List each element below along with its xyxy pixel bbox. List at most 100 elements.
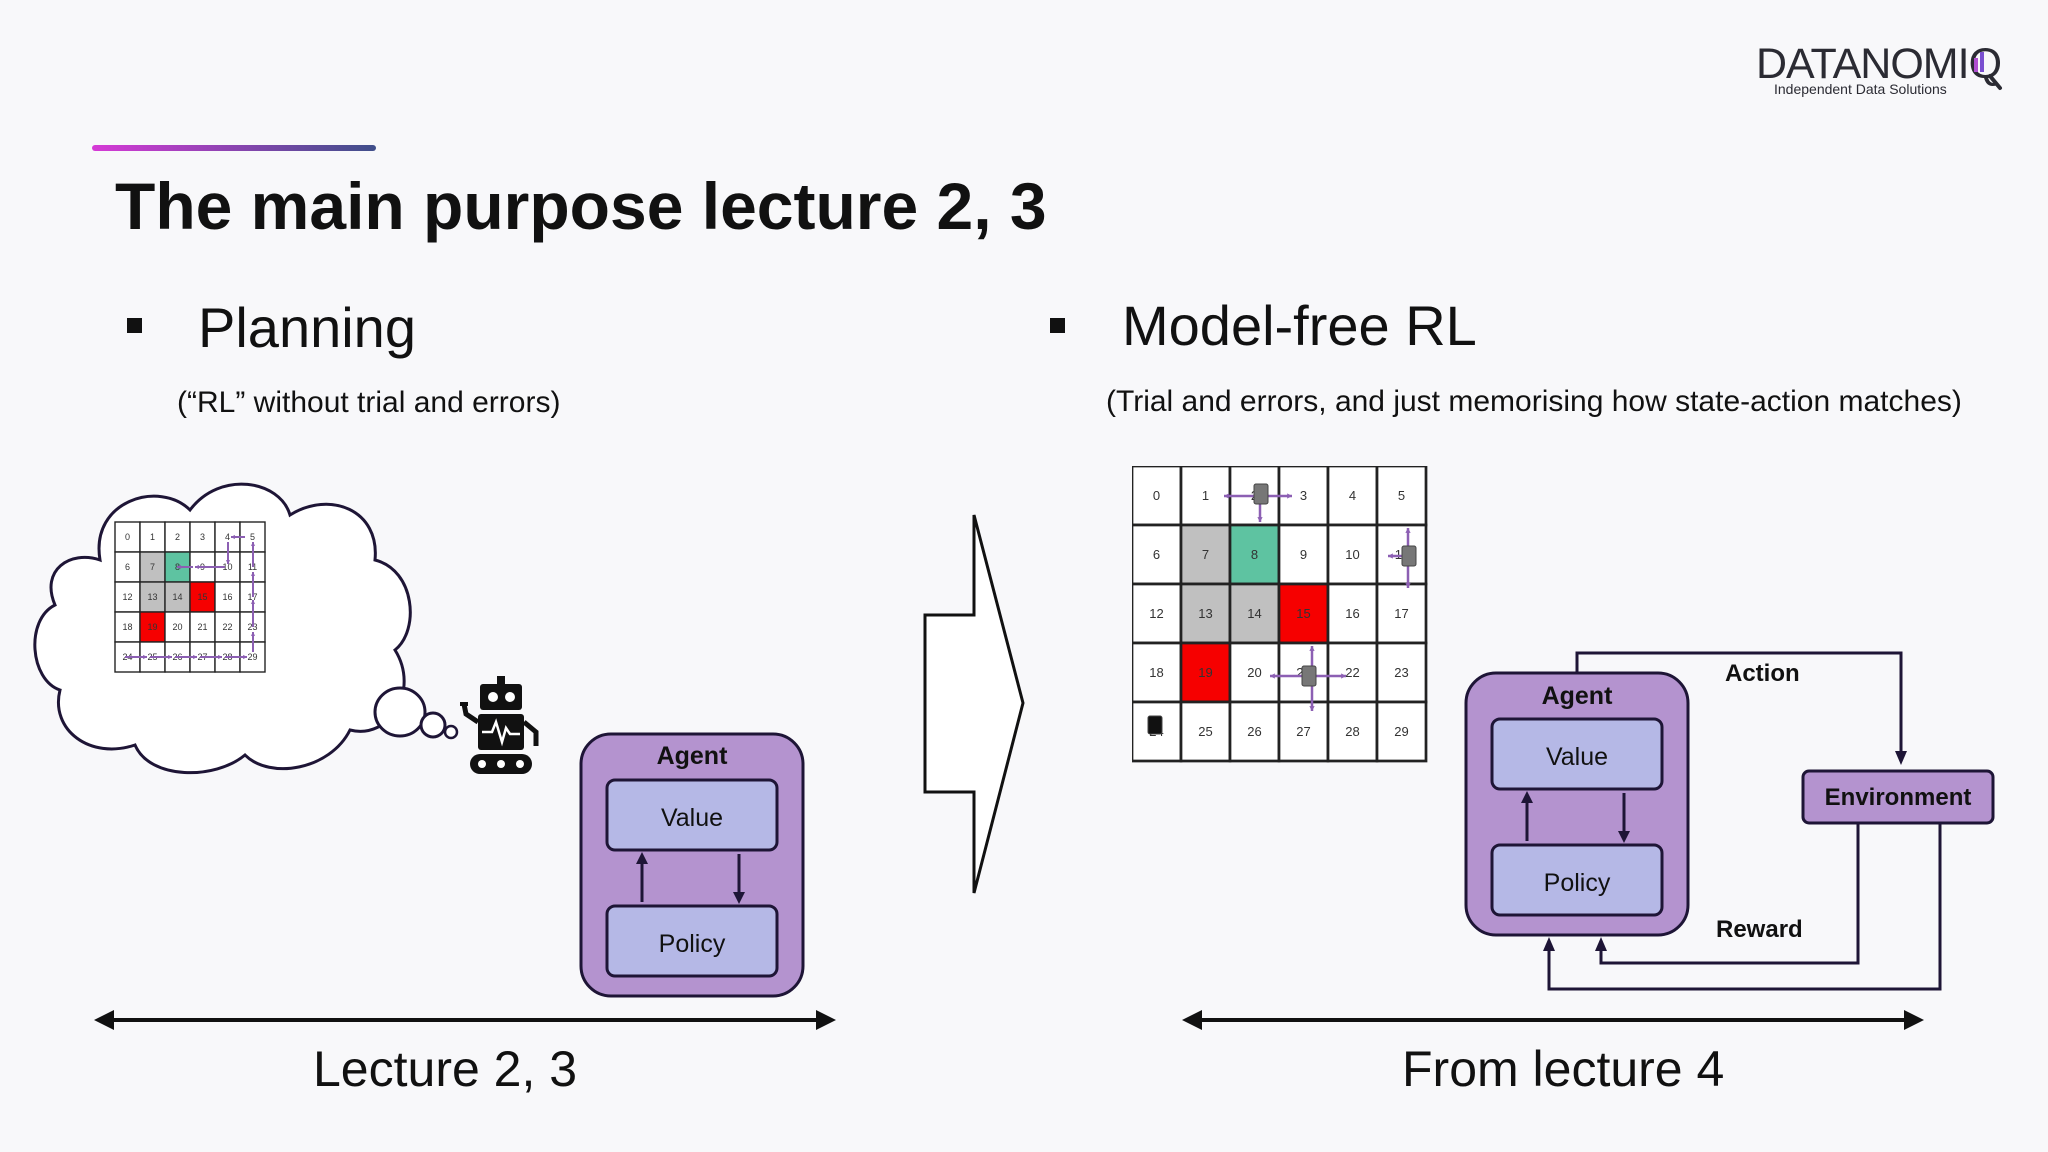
grid-cell-label: 19 xyxy=(1198,665,1212,680)
grid-cell-label: 25 xyxy=(1198,724,1212,739)
gridworld-robot-markers xyxy=(1147,483,1417,735)
path-arrowhead xyxy=(250,600,256,604)
grid-cell xyxy=(1228,700,1281,763)
path-arrowhead xyxy=(243,654,247,660)
path-arrowhead xyxy=(250,632,256,636)
grid-cell-label: 0 xyxy=(125,532,130,542)
range-arrow-right xyxy=(1182,1010,1924,1030)
grid-cell-label: 3 xyxy=(1300,488,1307,503)
title-accent-bar xyxy=(92,145,376,151)
bullet-marker xyxy=(127,318,142,333)
model-free-note: (Trial and errors, and just memorising h… xyxy=(1106,385,1962,418)
thought-bubbles xyxy=(373,686,459,740)
action-label: Action xyxy=(1725,660,1800,687)
planning-note: (“RL” without trial and errors) xyxy=(177,386,561,419)
grid-cell xyxy=(1179,700,1232,763)
thought-cloud: 0123456789101112131415161718192021222324… xyxy=(33,482,412,775)
action-arrow xyxy=(1575,651,1903,753)
grid-cell xyxy=(164,521,191,553)
grid-cell-label: 10 xyxy=(222,562,232,572)
grid-cell xyxy=(139,581,166,613)
path-arrowhead xyxy=(168,654,172,660)
transition-arrow xyxy=(923,514,1025,894)
agent-label: Agent xyxy=(657,742,729,770)
grid-cell-label: 11 xyxy=(248,562,257,572)
grid-cell-label: 7 xyxy=(1202,547,1209,562)
grid-cell-label: 26 xyxy=(1247,724,1261,739)
bullet-planning: Planning xyxy=(198,296,416,359)
grid-cell xyxy=(139,611,166,643)
grid-cell-label: 5 xyxy=(1398,488,1405,503)
grid-cell-label: 15 xyxy=(197,592,207,602)
path-arrowhead xyxy=(225,560,231,564)
grid-cell-label: 12 xyxy=(1149,606,1163,621)
grid-cell-label: 0 xyxy=(1153,488,1160,503)
value-label: Value xyxy=(1546,743,1608,771)
bullet-marker xyxy=(1050,318,1065,333)
grid-cell-label: 28 xyxy=(1345,724,1359,739)
grid-cell-label: 4 xyxy=(225,532,230,542)
large-gridworld: 0123456789101112131415161718192021222324… xyxy=(1132,466,1428,763)
grid-cell-label: 12 xyxy=(122,592,132,602)
grid-cell-label: 1 xyxy=(150,532,155,542)
path-arrowhead xyxy=(1405,528,1411,533)
path-arrowhead xyxy=(250,542,256,546)
grid-cell-label: 8 xyxy=(1251,547,1258,562)
environment-box xyxy=(1801,769,1995,825)
path-arrowhead xyxy=(1309,646,1315,651)
grid-cell-label: 6 xyxy=(125,562,130,572)
path-arrowhead xyxy=(1257,517,1263,522)
grid-cell-label: 29 xyxy=(247,652,257,662)
grid-cell-label: 10 xyxy=(1345,547,1359,562)
policy-label: Policy xyxy=(1544,869,1611,897)
value-box xyxy=(1490,717,1664,791)
grid-cell-label: 17 xyxy=(1394,606,1408,621)
grid-cell-label: 1 xyxy=(1202,488,1209,503)
grid-cell-label: 6 xyxy=(1153,547,1160,562)
grid-cell-label: 14 xyxy=(1247,606,1261,621)
grid-cell xyxy=(1326,700,1379,763)
range-label-from-lecture-4: From lecture 4 xyxy=(1402,1041,1725,1097)
rl-loop-diagram: Agent Value Policy Environment Action Re… xyxy=(1464,651,1995,991)
path-arrowhead xyxy=(231,534,235,540)
bullet-model-free-rl: Model-free RL xyxy=(1122,294,1477,357)
grid-cell-label: 5 xyxy=(250,532,255,542)
reward-arrow xyxy=(1599,823,1860,965)
grid-cell xyxy=(1375,641,1428,704)
path-arrowhead xyxy=(218,654,222,660)
path-arrowhead xyxy=(1270,673,1275,679)
path-arrowhead xyxy=(1405,583,1411,588)
grid-cell-label: 16 xyxy=(222,592,232,602)
grid-cell xyxy=(114,581,141,613)
grid-cell-label: 23 xyxy=(247,622,257,632)
path-arrowhead xyxy=(1309,706,1315,711)
grid-cell xyxy=(1179,641,1232,704)
grid-cell xyxy=(1179,523,1232,586)
grid-cell xyxy=(1375,700,1428,763)
grid-cell xyxy=(189,611,216,643)
grid-cell-label: 23 xyxy=(1394,665,1408,680)
path-arrowhead xyxy=(1341,673,1346,679)
grid-cell-label: 16 xyxy=(1345,606,1359,621)
grid-cell xyxy=(1375,582,1428,645)
grid-cell xyxy=(1326,466,1379,527)
range-arrow-left xyxy=(94,1010,836,1030)
path-arrowhead xyxy=(143,654,147,660)
slide-title: The main purpose lecture 2, 3 xyxy=(115,169,1047,243)
grid-cell-label: 13 xyxy=(1198,606,1212,621)
grid-cell-label: 21 xyxy=(197,622,207,632)
grid-cell-label: 3 xyxy=(200,532,205,542)
grid-cell-label: 18 xyxy=(122,622,132,632)
grid-cell-label: 13 xyxy=(147,592,157,602)
environment-label: Environment xyxy=(1825,784,1972,811)
grid-cell-label: 29 xyxy=(1394,724,1408,739)
path-arrowhead xyxy=(1224,493,1229,499)
grid-cell-label: 14 xyxy=(172,592,182,602)
grid-cell-label: 7 xyxy=(150,562,155,572)
path-arrowhead xyxy=(1388,553,1393,559)
grid-cell-label: 15 xyxy=(1296,606,1310,621)
agent-label: Agent xyxy=(1542,682,1614,710)
robot-icon xyxy=(460,676,539,774)
small-gridworld: 0123456789101112131415161718192021222324… xyxy=(114,521,266,673)
path-arrowhead xyxy=(250,572,256,576)
